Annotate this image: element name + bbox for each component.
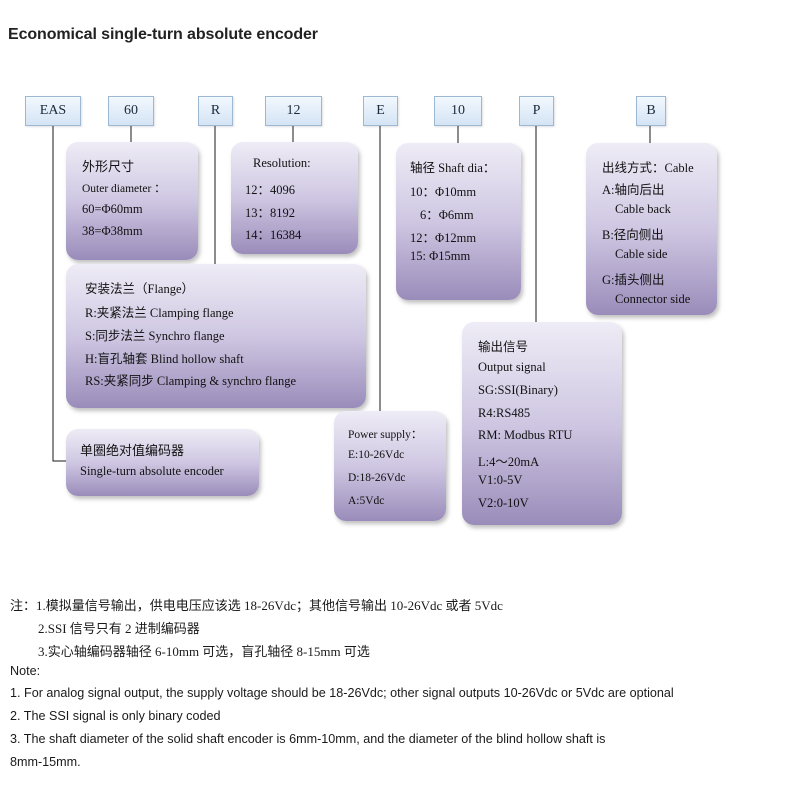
code-box-eas: EAS [25,96,81,126]
code-box-r: R [198,96,233,126]
code-box-12: 12 [265,96,322,126]
note-cn-1: 注：1.模拟量信号输出，供电电压应该选 18-26Vdc；其他信号输出 10-2… [10,598,503,613]
resolution-option: 14：16384 [245,228,302,242]
note-en-2: 2. The SSI signal is only binary coded [10,709,221,723]
code-box-60: 60 [108,96,154,126]
output-signal-option: SG:SSI(Binary) [478,383,558,397]
output-signal-panel: 输出信号 Output signal SG:SSI(Binary) R4:RS4… [462,322,622,525]
power-supply-title: Power supply： [348,429,423,441]
output-signal-option: RM: Modbus RTU [478,428,573,442]
output-signal-option: R4:RS485 [478,406,531,420]
code-box-p: P [519,96,554,126]
cable-option: A:轴向后出 [602,183,665,197]
power-supply-option: E:10-26Vdc [348,449,405,461]
cable-panel: 出线方式：Cable A:轴向后出 Cable back B:径向侧出 Cabl… [586,143,717,315]
cable-option: G:插头侧出 [602,273,665,287]
note-en-heading: Note: [10,664,41,678]
resolution-option: 13：8192 [245,206,296,220]
outer-diameter-title-cn: 外形尺寸 [82,159,135,174]
flange-option: RS:夹紧同步 Clamping & synchro flange [85,374,297,388]
output-signal-option: V1:0-5V [478,473,523,487]
output-signal-title-cn: 输出信号 [478,340,529,354]
encoder-type-panel: 单圈绝对值编码器 Single-turn absolute encoder [66,429,259,496]
note-en-1: 1. For analog signal output, the supply … [10,686,674,700]
flange-option: R:夹紧法兰 Clamping flange [85,306,234,320]
flange-panel: 安装法兰（Flange） R:夹紧法兰 Clamping flange S:同步… [66,264,366,408]
shaft-diameter-option: 15: Φ15mm [410,249,471,263]
note-en-4: 8mm-15mm. [10,755,81,769]
cable-title: 出线方式：Cable [602,161,694,175]
flange-option: S:同步法兰 Synchro flange [85,329,225,343]
output-signal-option: V2:0-10V [478,496,529,510]
outer-diameter-title-en: Outer diameter ： [82,183,166,195]
page-title: Economical single-turn absolute encoder [8,26,318,43]
shaft-diameter-option: 6：Φ6mm [420,208,474,222]
power-supply-panel: Power supply： E:10-26Vdc D:18-26Vdc A:5V… [334,411,446,521]
note-en-3: 3. The shaft diameter of the solid shaft… [10,732,606,746]
code-box-e: E [363,96,398,126]
output-signal-title-en: Output signal [478,360,546,374]
resolution-panel: Resolution: 12：4096 13：8192 14：16384 [231,142,358,254]
outer-diameter-option: 38=Φ38mm [82,224,143,238]
shaft-diameter-option: 12：Φ12mm [410,231,477,245]
output-signal-option: L:4～20mA [478,455,540,469]
resolution-title: Resolution: [253,156,311,170]
power-supply-option: D:18-26Vdc [348,472,406,484]
cable-option: B:径向侧出 [602,228,664,242]
resolution-option: 12：4096 [245,183,296,197]
code-box-b: B [636,96,666,126]
flange-option: H:盲孔轴套 Blind hollow shaft [85,352,244,366]
encoder-type-title-en: Single-turn absolute encoder [80,464,224,478]
shaft-diameter-option: 10：Φ10mm [410,185,477,199]
outer-diameter-panel: 外形尺寸 Outer diameter ： 60=Φ60mm 38=Φ38mm [66,142,198,260]
flange-title: 安装法兰（Flange） [85,282,195,296]
outer-diameter-option: 60=Φ60mm [82,202,143,216]
note-cn-3: 3.实心轴编码器轴径 6-10mm 可选，盲孔轴径 8-15mm 可选 [38,644,370,659]
cable-option-en: Cable side [615,247,668,261]
cable-option-en: Connector side [615,292,691,306]
code-box-10: 10 [434,96,482,126]
encoder-type-title-cn: 单圈绝对值编码器 [80,443,185,458]
shaft-diameter-title: 轴径 Shaft dia： [410,161,496,175]
shaft-diameter-panel: 轴径 Shaft dia： 10：Φ10mm 6：Φ6mm 12：Φ12mm 1… [396,143,521,300]
power-supply-option: A:5Vdc [348,495,385,507]
cable-option-en: Cable back [615,202,671,216]
note-cn-2: 2.SSI 信号只有 2 进制编码器 [38,621,200,636]
